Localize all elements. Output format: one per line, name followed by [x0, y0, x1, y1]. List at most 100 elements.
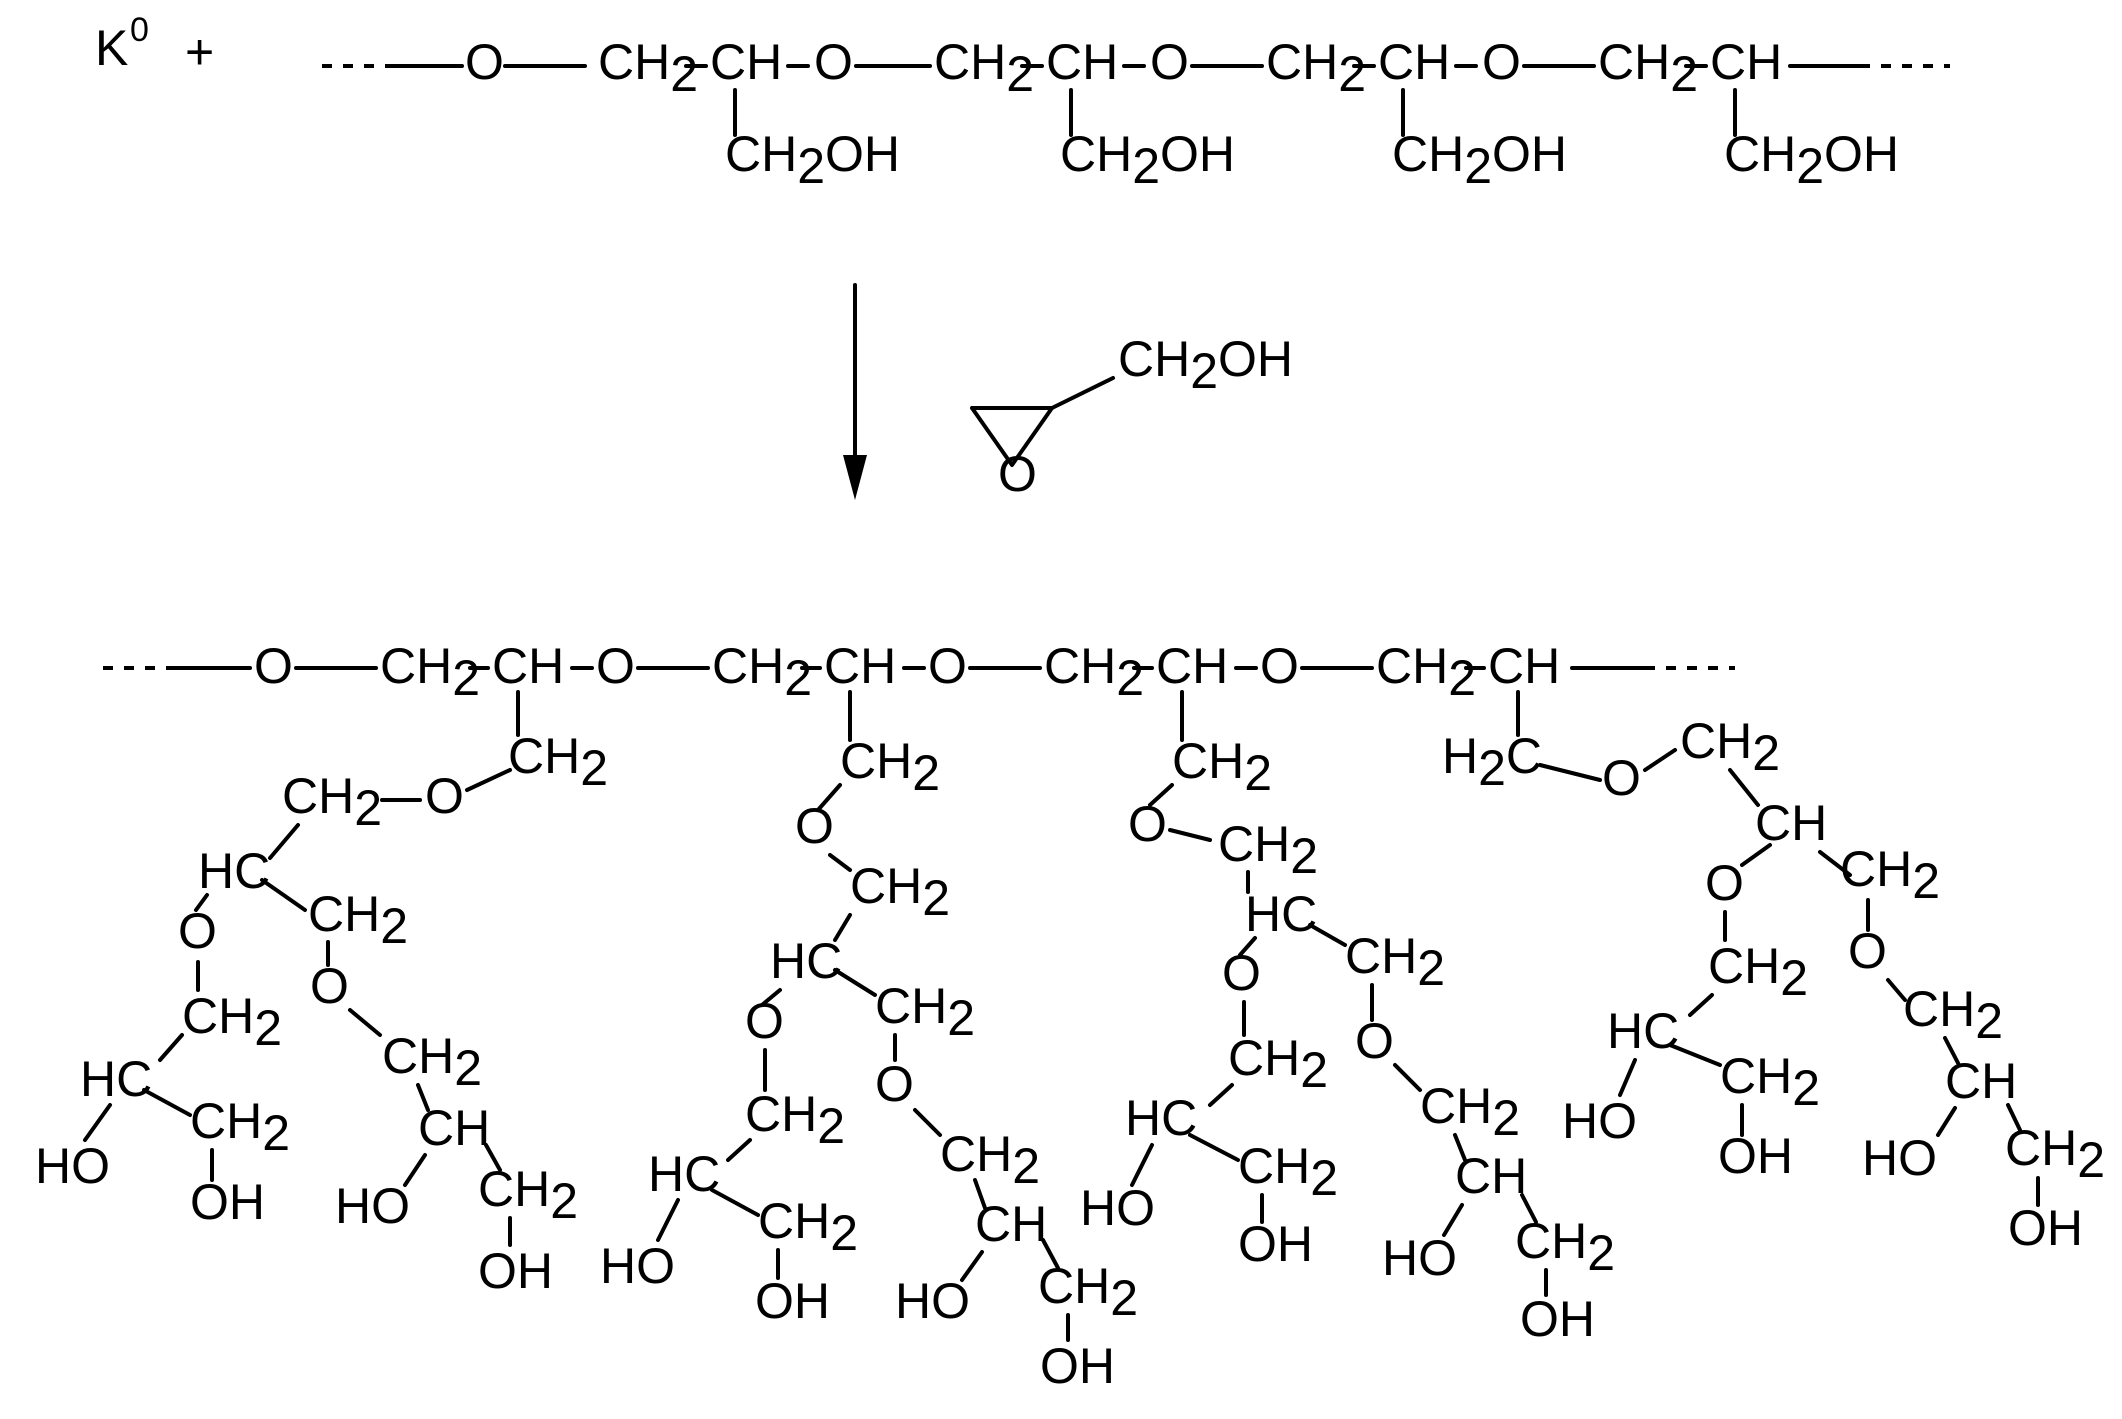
- potassium-reagent: K 0 +: [95, 11, 214, 80]
- methylene-group: CH2: [1218, 816, 1318, 884]
- bond: [83, 1103, 112, 1142]
- bond: [1886, 978, 1907, 1002]
- methylene-group: CH2: [182, 988, 282, 1056]
- methylene-group: CH2: [478, 1161, 578, 1229]
- methylene-group: CH2: [1345, 928, 1445, 996]
- hyperbranched-product: O CH2 CH O CH2 CH O CH2 CH O CH2 CH CH2 …: [35, 638, 2105, 1394]
- bond: [1728, 768, 1760, 807]
- methylene-group: CH2: [190, 1093, 290, 1161]
- bond: [833, 913, 852, 942]
- bond: [194, 893, 209, 912]
- methylene-group: CH2: [508, 728, 608, 796]
- hydroxyl-group: HO: [335, 1178, 410, 1234]
- bond: [828, 853, 852, 872]
- hydroxyl-group: HO: [35, 1138, 110, 1194]
- epoxide-oxygen: O: [998, 446, 1037, 502]
- ether-oxygen: O: [1128, 796, 1167, 852]
- bond: [1238, 936, 1257, 957]
- bond: [833, 968, 877, 997]
- methylene-group: CH2: [1420, 1078, 1520, 1146]
- methine-group: CH: [710, 34, 782, 90]
- dendritic-branch: CH2 O CH2 HC CH2 O CH2 HC CH2 OH HO O CH…: [35, 690, 608, 1299]
- methine-group: HC: [80, 1051, 152, 1107]
- bond: [1393, 1063, 1422, 1092]
- repeat-unit: CH2 CH CH2OH O: [934, 34, 1264, 194]
- bond: [260, 878, 307, 912]
- bond: [1453, 1133, 1467, 1162]
- methylene-group: CH2: [934, 34, 1034, 102]
- methylene-group: CH2: [850, 858, 950, 926]
- methylene-group: CH2: [1228, 1030, 1328, 1098]
- bond: [1643, 748, 1677, 772]
- backbone-oxygen: O: [1482, 34, 1521, 90]
- bond: [1668, 1043, 1722, 1067]
- methylene-group: CH2: [380, 638, 480, 706]
- hydroxyl-group: OH: [1718, 1128, 1793, 1184]
- hydroxyl-group: OH: [755, 1273, 830, 1329]
- methylene-group: CH2: [308, 886, 408, 954]
- repeat-unit: CH2 CH CH2OH O: [598, 34, 932, 194]
- hydroxyl-group: OH: [478, 1243, 553, 1299]
- bond: [1740, 843, 1772, 867]
- methine-group: HC: [1125, 1090, 1197, 1146]
- arrow-head: [843, 455, 867, 500]
- hydroxyl-group: HO: [1080, 1180, 1155, 1236]
- bond: [726, 1138, 752, 1162]
- bond: [973, 1178, 987, 1210]
- plus-sign: +: [185, 24, 214, 80]
- hydroxyl-group: OH: [190, 1174, 265, 1230]
- hydroxyl-group: HO: [1862, 1130, 1937, 1186]
- methine-group: CH: [1710, 34, 1782, 90]
- bond: [1818, 850, 1852, 877]
- starting-polymer: O CH2 CH CH2OH O CH2 CH CH2OH O CH2: [322, 34, 1950, 194]
- hydroxyl-group: HO: [1562, 1093, 1637, 1149]
- backbone-oxygen: O: [1260, 638, 1299, 694]
- bond: [816, 783, 842, 812]
- methine-group: CH: [1755, 795, 1827, 851]
- ether-oxygen: O: [875, 1056, 914, 1112]
- methylene-group: CH2: [1172, 733, 1272, 801]
- methine-group: CH: [1378, 34, 1450, 90]
- methine-group: HC: [198, 843, 270, 899]
- methine-group: CH: [824, 638, 896, 694]
- methylene-group: CH2: [1044, 638, 1144, 706]
- methine-group: HC: [1607, 1003, 1679, 1059]
- epoxide-ring: [970, 406, 1054, 467]
- dendritic-branch: CH2 O CH2 HC CH2 O CH2 HC CH2 OH HO O CH…: [600, 690, 1138, 1394]
- ether-oxygen: O: [1222, 945, 1261, 1001]
- methine-group: HC: [770, 933, 842, 989]
- ether-oxygen: O: [745, 993, 784, 1049]
- bond: [710, 1188, 760, 1217]
- ether-oxygen: O: [795, 798, 834, 854]
- hydroxyl-group: OH: [1238, 1216, 1313, 1272]
- potassium-symbol: K: [95, 20, 128, 76]
- backbone-oxygen: O: [254, 638, 293, 694]
- bond: [1618, 1058, 1637, 1097]
- methylene-group: CH2: [1598, 34, 1698, 102]
- bond: [1130, 1143, 1154, 1187]
- methylene-group: CH2: [1840, 841, 1940, 909]
- methine-group: CH: [1156, 638, 1228, 694]
- ether-oxygen: O: [1705, 855, 1744, 911]
- hydroxymethyl-group: CH2OH: [725, 126, 900, 194]
- methylene-group: CH2: [2005, 1120, 2105, 1188]
- bond: [142, 1088, 192, 1117]
- methine-group: HC: [1245, 886, 1317, 942]
- dendritic-branch: H2C O CH2 CH O CH2 HC CH2 OH HO CH2 O CH…: [1442, 690, 2105, 1256]
- methine-group: CH: [1046, 34, 1118, 90]
- methine-group: CH: [492, 638, 564, 694]
- repeat-unit: CH2 CH CH2OH O: [1266, 34, 1596, 194]
- methylene-group: CH2: [382, 1028, 482, 1096]
- backbone-oxygen: O: [928, 638, 967, 694]
- hydroxyl-group: HO: [895, 1273, 970, 1329]
- bond: [416, 1083, 430, 1112]
- methylene-group: CH2: [1708, 938, 1808, 1006]
- bond: [913, 1108, 942, 1137]
- bond: [268, 823, 300, 860]
- methylene-group: CH2: [745, 1086, 845, 1154]
- backbone-oxygen: O: [596, 638, 635, 694]
- bond: [760, 988, 782, 1007]
- bond: [1943, 1036, 1960, 1065]
- bond: [1308, 923, 1347, 947]
- bond: [1168, 828, 1212, 842]
